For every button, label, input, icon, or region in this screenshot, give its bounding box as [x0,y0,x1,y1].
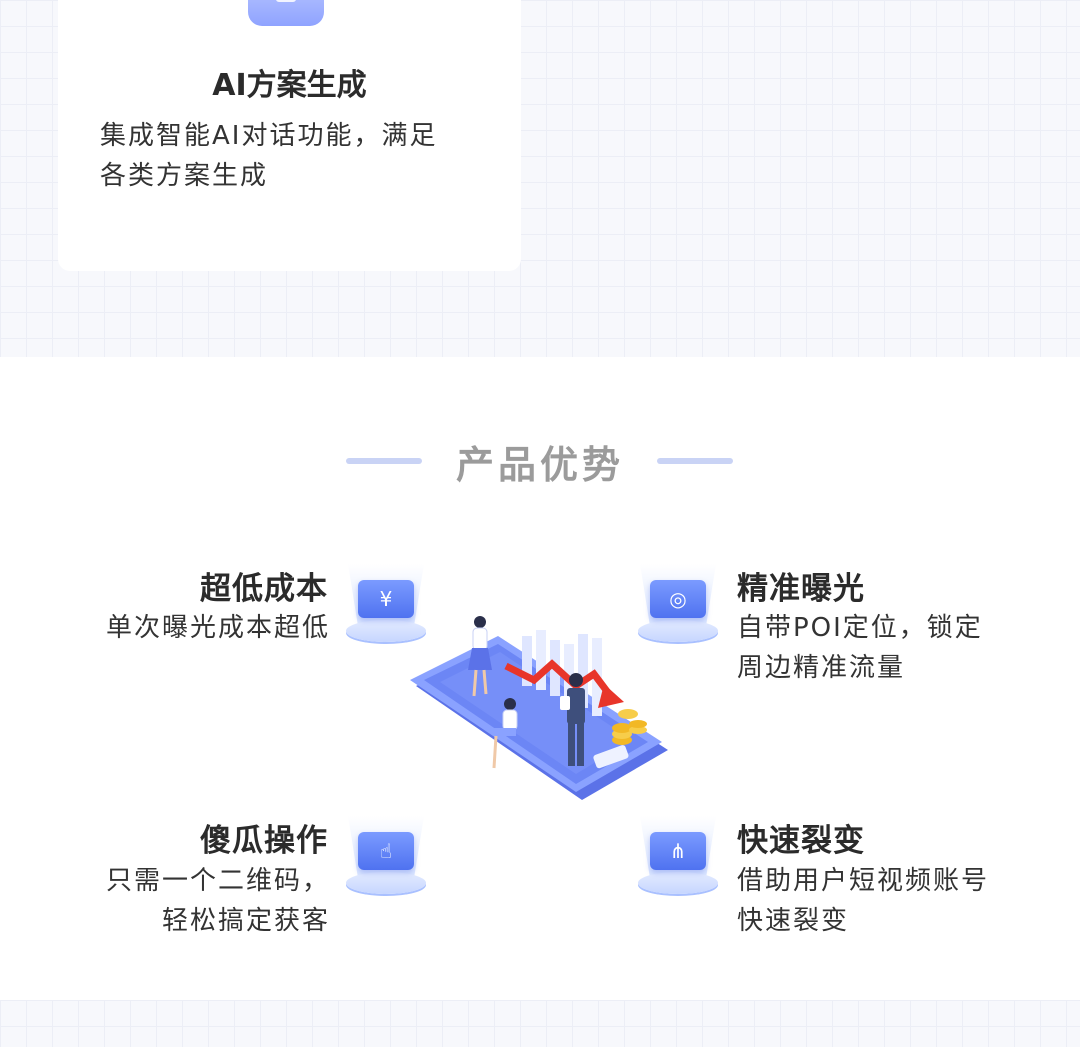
ai-plan-icon [248,0,324,26]
icon-box: ◎ [650,580,706,618]
business-phone-illustration [410,616,668,800]
advantage-desc-line: 轻松搞定获客 [161,906,330,936]
icon-pedestal [638,620,718,642]
advantage-title-precise-exposure: 精准曝光 [737,571,865,607]
card-description: 集成智能AI对话功能，满足 各类方案生成 [100,116,480,196]
title-divider-left [346,458,422,464]
share-network-icon: ⋔ [634,816,726,900]
advantage-desc-line: 快速裂变 [737,906,850,936]
advantage-title-easy-operation: 傻瓜操作 [200,823,328,859]
icon-box: ☝ [358,832,414,870]
share-glyph: ⋔ [669,839,687,863]
advantage-desc-line: 自带POI定位，锁定 [737,613,983,643]
advantage-desc-line: 只需一个二维码， [105,866,330,896]
advantage-desc-low-cost: 单次曝光成本超低 [40,608,330,648]
advantage-title-low-cost: 超低成本 [200,571,328,607]
target-glyph: ◎ [669,587,687,611]
advantage-desc-fast-fission: 借助用户短视频账号 快速裂变 [737,861,1037,941]
title-divider-right [657,458,733,464]
trend-arrow-head [598,684,624,708]
section-header: 产品优势 [0,434,1080,487]
advantage-desc-easy-operation: 只需一个二维码， 轻松搞定获客 [40,861,330,941]
person-woman-standing [468,616,492,697]
icon-pedestal [638,872,718,894]
icon-box: ⋔ [650,832,706,870]
advantage-desc-line: 单次曝光成本超低 [105,613,330,643]
person-woman-sitting [492,698,518,769]
advantage-desc-precise-exposure: 自带POI定位，锁定 周边精准流量 [737,608,1037,688]
person-man-standing [560,673,585,766]
card-desc-line-2: 各类方案生成 [100,161,269,191]
card-desc-line-1: 集成智能AI对话功能，满足 [100,121,438,151]
advantage-desc-line: 周边精准流量 [737,653,906,683]
trend-arrow [504,659,615,701]
wallet-yuan-icon: ¥ [342,564,434,648]
advantage-desc-line: 借助用户短视频账号 [737,866,990,896]
target-icon: ◎ [634,564,726,648]
yuan-glyph: ¥ [379,587,393,611]
icon-pedestal [346,872,426,894]
coin-stack [612,709,647,745]
icon-pedestal [346,620,426,642]
section-title: 产品优势 [455,443,624,487]
touch-glyph: ☝ [379,839,393,863]
advantage-title-fast-fission: 快速裂变 [737,823,865,859]
card-title: AI方案生成 [212,68,367,103]
touch-screen-icon: ☝ [342,816,434,900]
grid-background-bottom [0,1000,1080,1047]
icon-box: ¥ [358,580,414,618]
feature-card-ai-plan: AI方案生成 集成智能AI对话功能，满足 各类方案生成 [58,0,521,271]
phone-card [593,745,629,769]
